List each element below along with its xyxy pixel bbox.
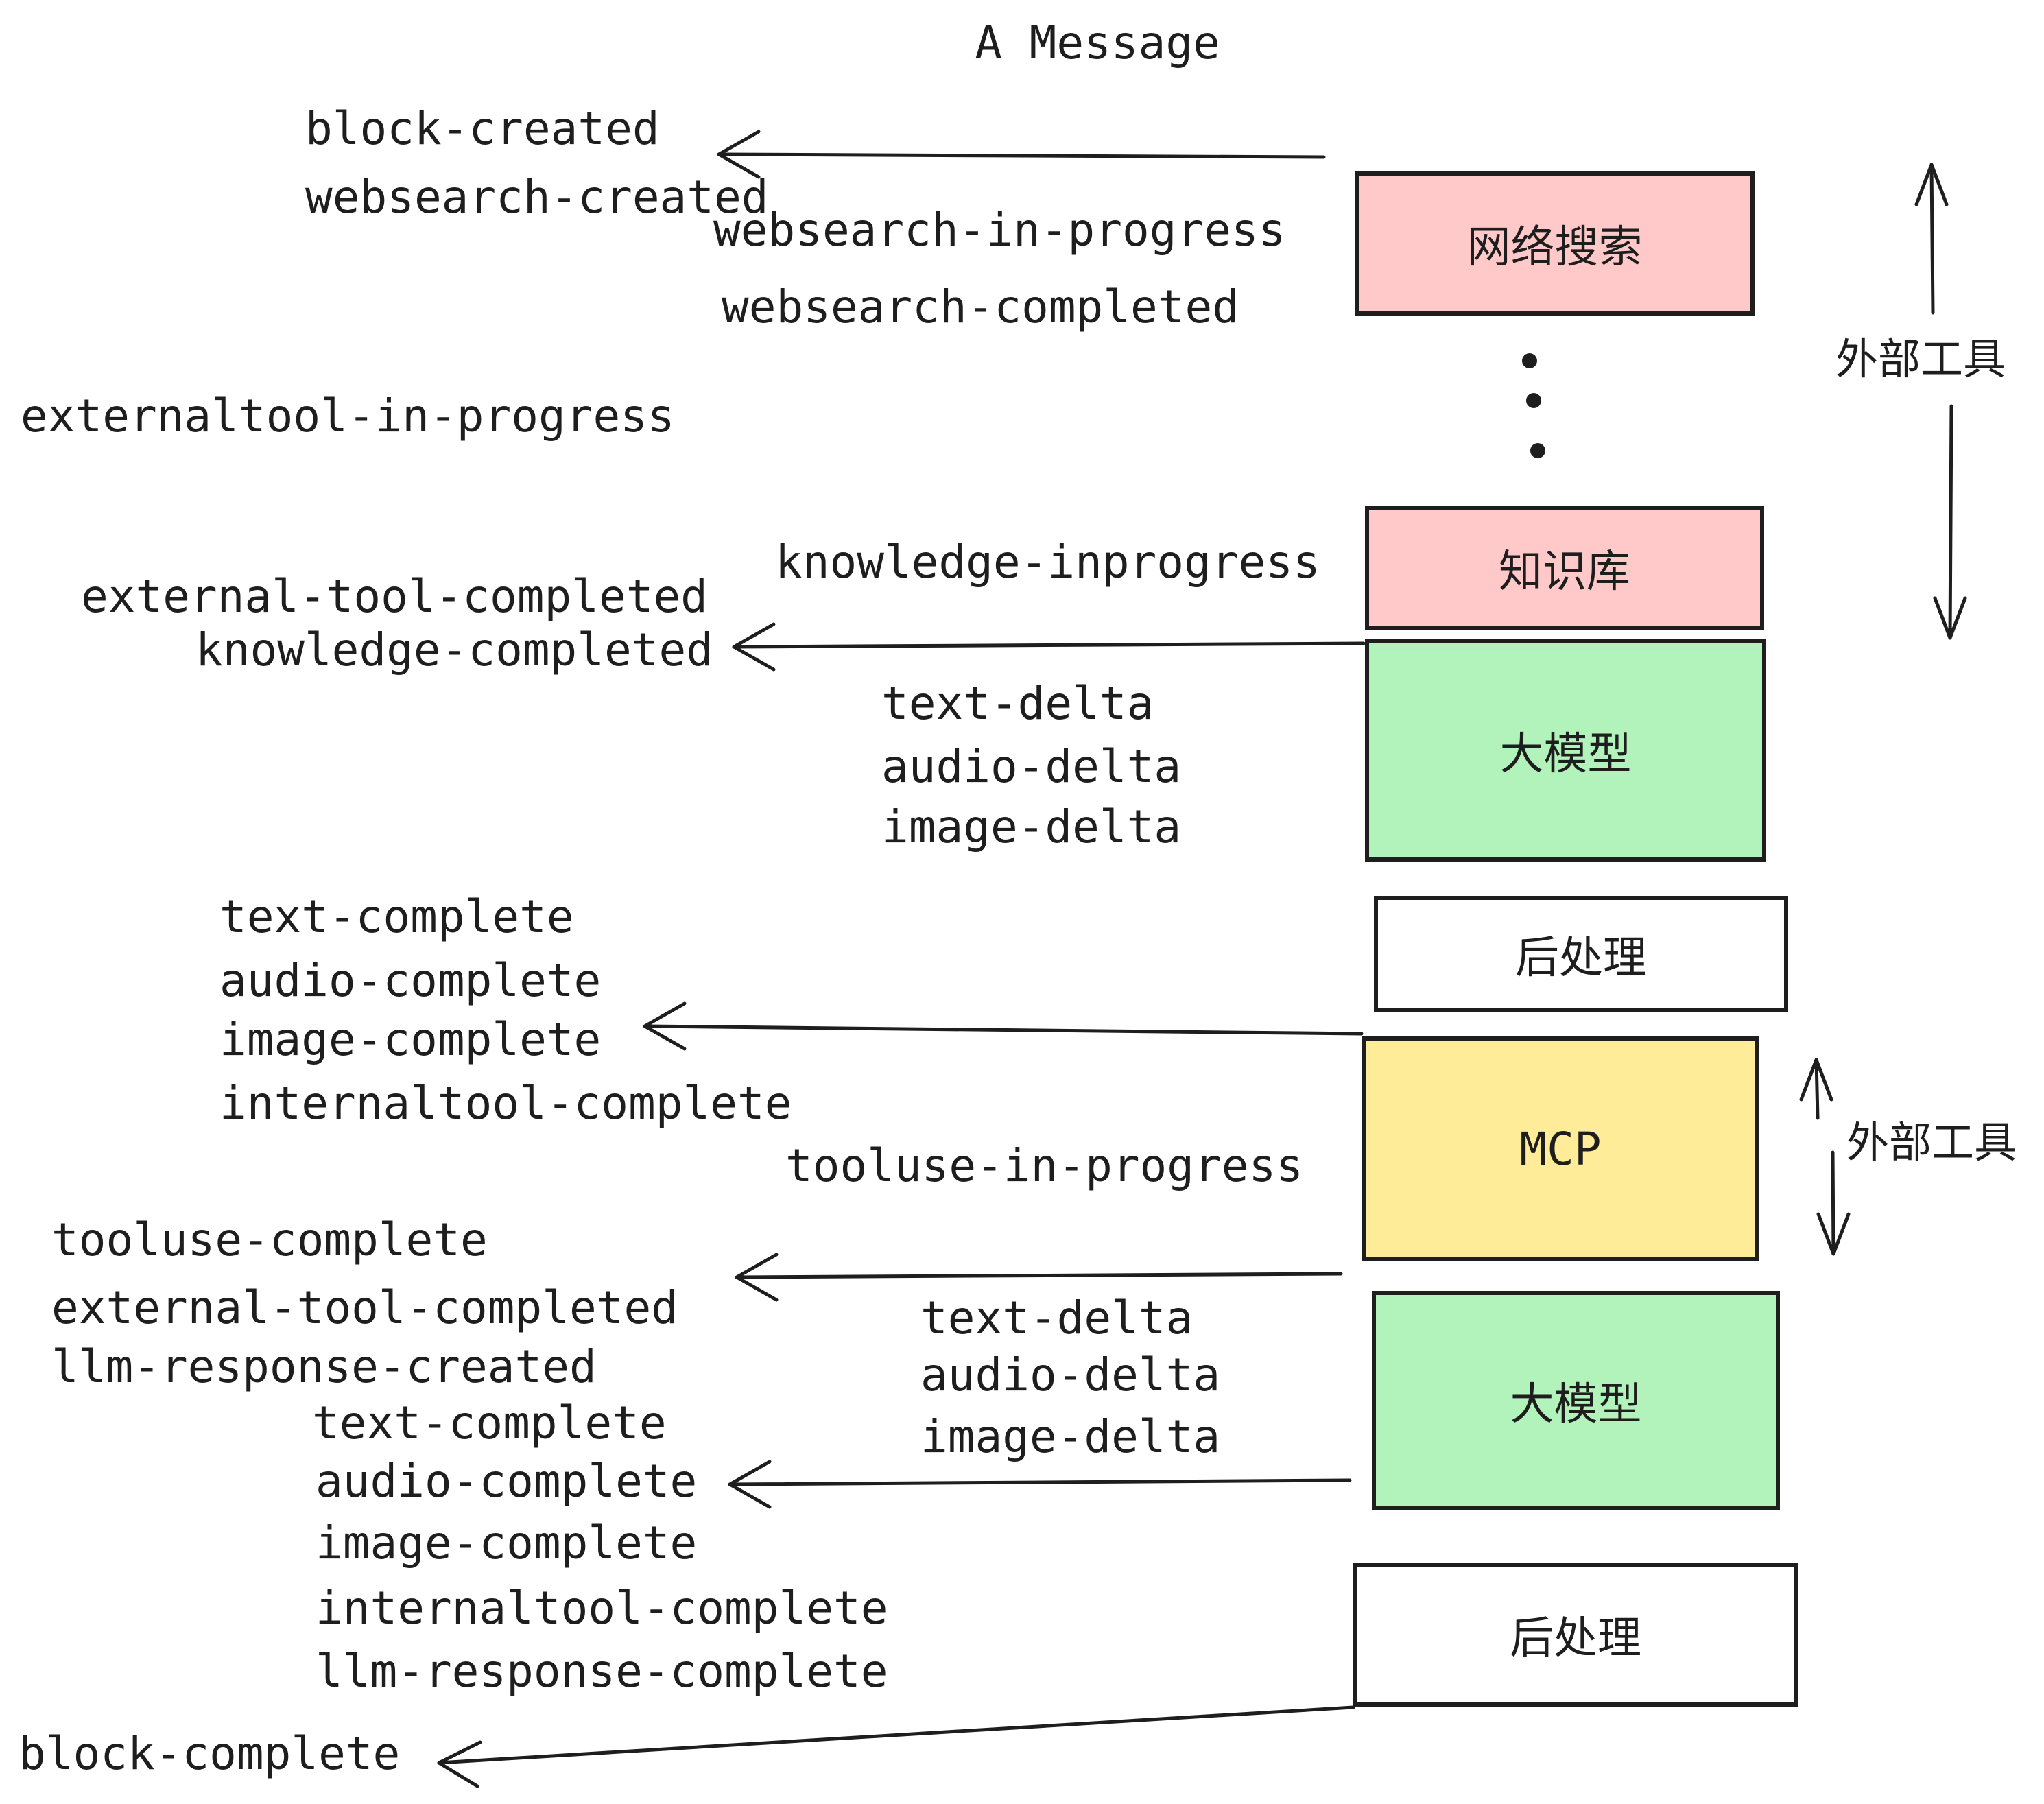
event-label-audio-delta-2: audio-delta: [920, 1349, 1221, 1401]
event-label-llm-response-created: llm-response-created: [51, 1340, 597, 1393]
box-postprocess-2-label: 后处理: [1510, 1613, 1641, 1664]
box-knowledge-label: 知识库: [1499, 547, 1630, 597]
event-label-text-complete: text-complete: [219, 890, 574, 943]
box-postprocess-1-label: 后处理: [1515, 932, 1647, 984]
left-arrow: [728, 1460, 1352, 1509]
left-arrow: [717, 130, 1326, 179]
event-label-websearch-completed: websearch-completed: [722, 281, 1239, 333]
event-label-text-delta-2: text-delta: [920, 1292, 1193, 1344]
event-label-knowledge-inprogress: knowledge-inprogress: [775, 536, 1320, 589]
event-label-audio-complete-2: audio-complete: [316, 1455, 698, 1508]
event-label-websearch-created: websearch-created: [305, 171, 769, 224]
box-websearch: 网络搜索: [1355, 171, 1755, 316]
box-mcp: MCP: [1362, 1036, 1759, 1261]
event-label-image-complete-2: image-complete: [316, 1517, 698, 1569]
event-label-image-delta-2: image-delta: [920, 1410, 1221, 1463]
event-label-llm-response-complete: llm-response-complete: [316, 1645, 888, 1698]
event-label-audio-delta: audio-delta: [881, 740, 1182, 793]
left-arrow: [732, 622, 1366, 672]
box-postprocess-2: 后处理: [1353, 1563, 1798, 1707]
left-arrow: [437, 1705, 1355, 1788]
left-arrow: [643, 1001, 1364, 1051]
event-label-text-complete-2: text-complete: [312, 1397, 667, 1449]
diagram-title: A Message: [975, 16, 1220, 69]
down-arrow: [1933, 404, 1967, 640]
box-postprocess-1: 后处理: [1374, 896, 1788, 1012]
up-arrow: [1914, 163, 1949, 315]
box-mcp-label: MCP: [1519, 1122, 1602, 1176]
event-label-block-created: block-created: [305, 102, 660, 155]
box-llm-2: 大模型: [1372, 1291, 1780, 1510]
event-label-internaltool-complete-2: internaltool-complete: [316, 1582, 888, 1635]
event-label-block-complete: block-complete: [19, 1727, 401, 1780]
box-knowledge: 知识库: [1365, 506, 1764, 630]
event-label-websearch-in-progress: websearch-in-progress: [713, 204, 1286, 257]
box-llm-1-label: 大模型: [1499, 728, 1632, 780]
event-label-tooluse-complete: tooluse-complete: [51, 1213, 488, 1266]
event-label-image-delta: image-delta: [881, 800, 1182, 853]
up-arrow: [1799, 1058, 1833, 1120]
box-llm-1: 大模型: [1365, 639, 1766, 862]
box-llm-2-label: 大模型: [1510, 1379, 1642, 1430]
event-label-image-complete: image-complete: [219, 1013, 602, 1066]
external-tools-label-top: 外部工具: [1835, 334, 2006, 384]
down-arrow: [1816, 1150, 1851, 1256]
event-label-externaltool-in-progress: externaltool-in-progress: [21, 390, 675, 442]
event-label-external-tool-completed-2: external-tool-completed: [51, 1281, 678, 1334]
vertical-ellipsis-icon: [1522, 353, 1545, 458]
event-label-internaltool-complete: internaltool-complete: [219, 1077, 792, 1130]
event-label-text-delta: text-delta: [881, 677, 1154, 730]
external-tools-label-bottom: 外部工具: [1846, 1117, 2017, 1167]
event-label-external-tool-completed: external-tool-completed: [81, 570, 708, 623]
event-label-audio-complete: audio-complete: [219, 954, 602, 1007]
event-label-knowledge-completed: knowledge-completed: [195, 624, 713, 676]
event-label-tooluse-in-progress: tooluse-in-progress: [785, 1139, 1303, 1192]
left-arrow: [735, 1253, 1343, 1302]
box-websearch-label: 网络搜索: [1466, 222, 1643, 273]
